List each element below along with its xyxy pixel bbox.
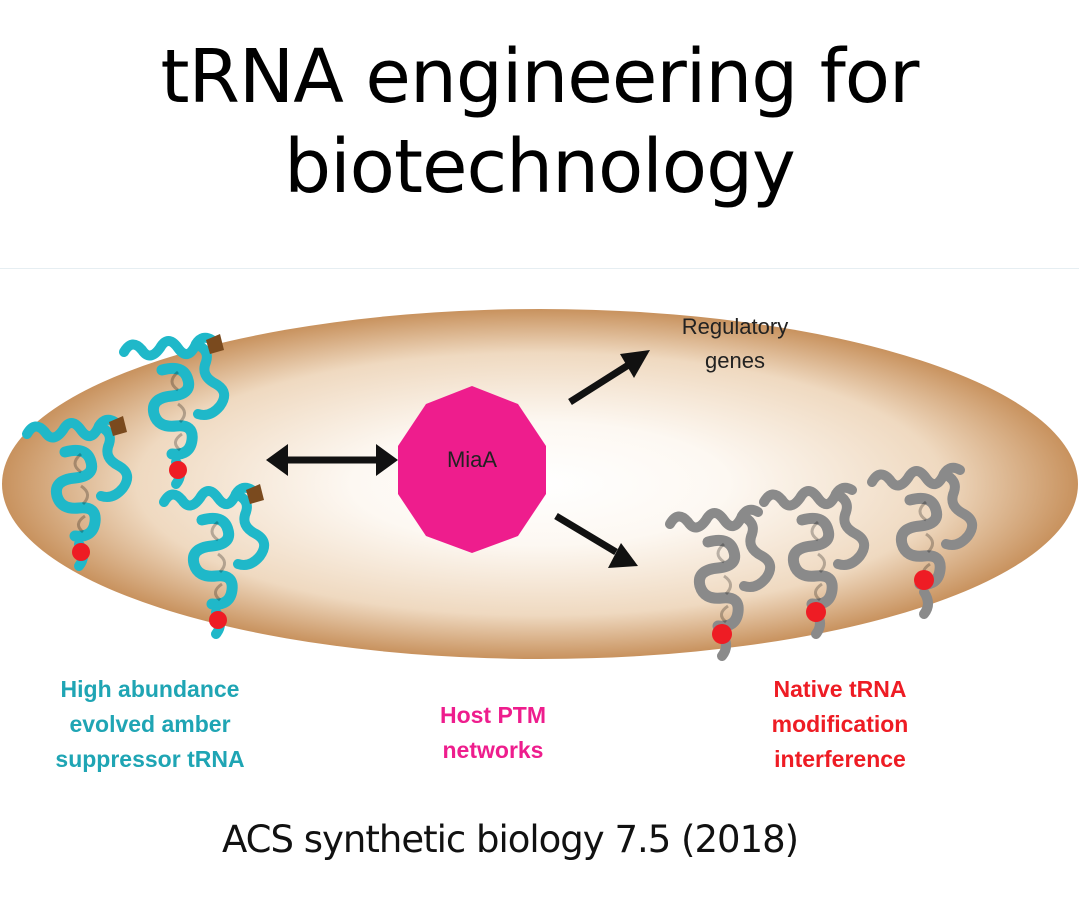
- trna-ribbon-icon: [164, 484, 264, 634]
- double-arrow-icon: [266, 444, 398, 476]
- regulatory-genes-label: Regulatory genes: [681, 314, 789, 373]
- trna-ribbon-icon: [872, 468, 972, 614]
- host-ptm-label: Host PTM networks: [439, 702, 547, 763]
- evolved-trna-group: [27, 334, 264, 634]
- miaa-label: MiaA: [446, 447, 498, 472]
- trna-ribbon-icon: [764, 488, 864, 634]
- trna-ribbon-icon: [27, 416, 127, 566]
- trna-ribbon-icon: [124, 334, 224, 484]
- trna-ribbon-icon: [670, 510, 770, 656]
- citation: ACS synthetic biology 7.5 (2018): [222, 818, 799, 861]
- arrow-to-regulatory-genes: [568, 350, 650, 405]
- arrow-to-native-trna: [554, 512, 638, 568]
- octagon-icon: [398, 386, 546, 553]
- slide-title: tRNA engineering for biotechnology: [160, 34, 920, 210]
- figure-divider: [0, 268, 1079, 269]
- evolved-trna-label: High abundance evolved amber suppressor …: [55, 676, 245, 772]
- diagram-figure: [2, 309, 1078, 813]
- native-trna-group: [670, 468, 972, 656]
- native-trna-label: Native tRNA modification interference: [771, 676, 909, 772]
